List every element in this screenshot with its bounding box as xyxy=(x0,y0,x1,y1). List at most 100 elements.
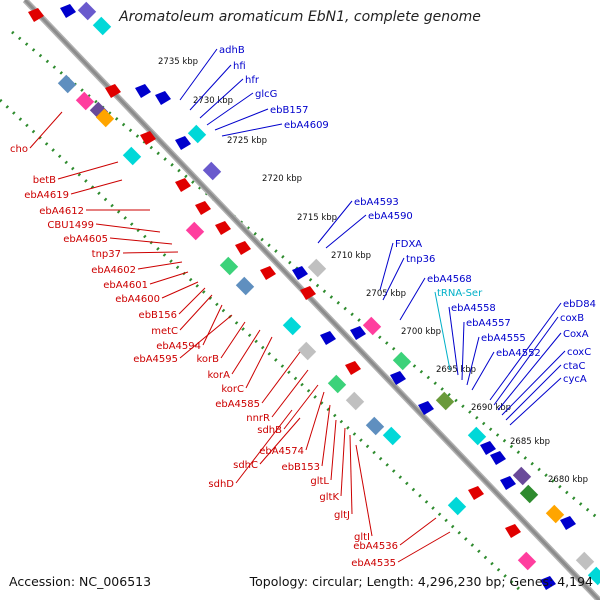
gene-label[interactable]: glcG xyxy=(255,89,277,100)
dotted-track-outer xyxy=(11,30,600,522)
gene-label[interactable]: ebD84 xyxy=(563,299,596,310)
gene-arrow xyxy=(195,201,211,215)
gene-label[interactable]: ebA4601 xyxy=(103,280,148,291)
gene-label[interactable]: ebA4536 xyxy=(353,541,398,552)
label-leader-line xyxy=(382,257,405,301)
label-leader-line xyxy=(399,277,426,321)
label-leader-line xyxy=(161,281,199,299)
gene-box xyxy=(587,566,600,586)
gene-label[interactable]: metC xyxy=(151,326,178,337)
gene-box xyxy=(77,1,97,21)
gene-label[interactable]: ebB153 xyxy=(282,462,320,473)
gene-label[interactable]: ebA4552 xyxy=(496,348,541,359)
label-leader-line xyxy=(231,329,261,375)
gene-label[interactable]: FDXA xyxy=(395,239,422,250)
gene-arrow xyxy=(175,136,191,150)
scale-label: 2735 kbp xyxy=(158,57,198,67)
label-leader-line xyxy=(261,351,301,404)
gene-label[interactable]: korB xyxy=(196,354,219,365)
gene-label[interactable]: ebA4585 xyxy=(215,399,260,410)
gene-label[interactable]: CoxA xyxy=(563,329,589,340)
gene-box xyxy=(297,341,317,361)
gene-label[interactable]: tnp36 xyxy=(406,254,435,265)
gene-label[interactable]: ebA4590 xyxy=(368,211,413,222)
gene-label[interactable]: coxB xyxy=(560,313,584,324)
gene-label[interactable]: ebA4602 xyxy=(91,265,136,276)
label-leader-line xyxy=(330,419,337,481)
gene-arrow xyxy=(560,516,576,530)
accession-text: Accession: NC_006513 xyxy=(9,574,152,589)
scale-label: 2700 kbp xyxy=(401,327,441,337)
label-leader-line xyxy=(122,251,179,254)
map-title: Aromatoleum aromaticum EbN1, complete ge… xyxy=(119,9,481,25)
gene-box xyxy=(185,221,205,241)
gene-label[interactable]: adhB xyxy=(219,45,245,56)
gene-label[interactable]: korA xyxy=(207,370,230,381)
gene-label[interactable]: ctaC xyxy=(563,361,586,372)
gene-label[interactable]: ebA4557 xyxy=(466,318,511,329)
gene-label[interactable]: gltK xyxy=(319,492,339,503)
gene-label[interactable]: gltI xyxy=(354,532,370,543)
gene-box xyxy=(187,124,207,144)
gene-label[interactable]: nnrR xyxy=(246,413,270,424)
gene-label[interactable]: sdhB xyxy=(257,425,282,436)
gene-box xyxy=(282,316,302,336)
gene-label[interactable]: ebB157 xyxy=(270,105,308,116)
gene-box xyxy=(575,551,595,571)
gene-arrow xyxy=(175,178,191,192)
gene-label[interactable]: betB xyxy=(33,175,56,186)
gene-label[interactable]: hfr xyxy=(245,75,260,86)
gene-label[interactable]: cho xyxy=(10,144,28,155)
gene-box xyxy=(219,256,239,276)
label-leader-line xyxy=(199,78,244,119)
gene-label[interactable]: ebA4600 xyxy=(115,294,160,305)
gene-label[interactable]: ebA4574 xyxy=(259,446,304,457)
gene-label[interactable]: ebA4594 xyxy=(156,341,201,352)
label-leader-line xyxy=(245,336,273,389)
gene-label[interactable]: coxC xyxy=(567,347,591,358)
gene-arrow xyxy=(320,331,336,345)
scale-label: 2710 kbp xyxy=(331,251,371,261)
gene-label[interactable]: hfi xyxy=(233,61,246,72)
gene-label[interactable]: gltL xyxy=(310,476,329,487)
gene-arrow xyxy=(140,131,156,145)
label-leader-line xyxy=(493,316,559,406)
gene-arrow xyxy=(418,401,434,415)
gene-label[interactable]: gltJ xyxy=(334,510,350,521)
label-leader-line xyxy=(189,64,232,111)
gene-label[interactable]: ebA4605 xyxy=(63,234,108,245)
gene-label[interactable]: ebA4595 xyxy=(133,354,178,365)
label-leader-line xyxy=(497,332,562,411)
gene-label[interactable]: cycA xyxy=(563,374,587,385)
gene-label[interactable]: sdhC xyxy=(233,460,258,471)
scale-label: 2685 kbp xyxy=(510,437,550,447)
gene-arrow xyxy=(540,576,556,590)
gene-label[interactable]: tnp37 xyxy=(92,249,121,260)
gene-label[interactable]: ebA4593 xyxy=(354,197,399,208)
gene-box xyxy=(345,391,365,411)
gene-label[interactable]: ebA4609 xyxy=(284,120,329,131)
label-leader-line xyxy=(461,321,465,381)
label-leader-line xyxy=(259,417,301,465)
gene-label[interactable]: ebA4612 xyxy=(39,206,84,217)
label-leader-line xyxy=(221,123,283,137)
gene-label[interactable]: CBU1499 xyxy=(47,220,94,231)
gene-label[interactable]: ebB156 xyxy=(139,310,177,321)
gene-box xyxy=(235,276,255,296)
gene-label[interactable]: tRNA-Ser xyxy=(437,288,483,299)
label-leader-line xyxy=(505,364,562,421)
gene-label[interactable]: sdhD xyxy=(208,479,234,490)
gene-arrow xyxy=(300,286,316,300)
gene-label[interactable]: ebA4568 xyxy=(427,274,472,285)
gene-arrow xyxy=(28,8,44,22)
gene-label[interactable]: ebA4535 xyxy=(351,558,396,569)
gene-label[interactable]: ebA4555 xyxy=(481,333,526,344)
gene-label[interactable]: ebA4619 xyxy=(24,190,69,201)
label-leader-line xyxy=(29,111,63,149)
gene-label[interactable]: korC xyxy=(221,384,244,395)
label-leader-line xyxy=(137,261,183,270)
gene-label[interactable]: ebA4558 xyxy=(451,303,496,314)
gene-box xyxy=(307,258,327,278)
